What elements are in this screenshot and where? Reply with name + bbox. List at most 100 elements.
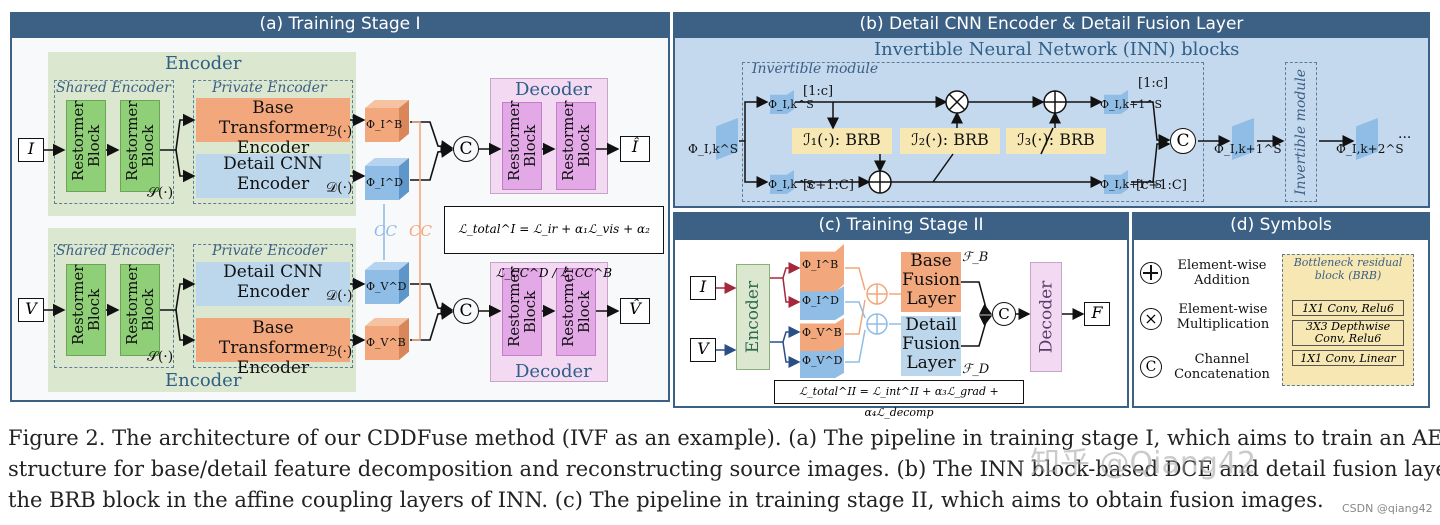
phi-d-i-cube — [365, 158, 409, 202]
ellipsis: ··· — [1398, 130, 1412, 146]
input-i-box: I — [18, 138, 44, 162]
output-i-box: Î — [620, 136, 650, 162]
caption-line-2: structure for base/detail feature decomp… — [8, 457, 1440, 481]
decoder-top-label: Decoder — [515, 79, 592, 100]
input-v-box: V — [690, 338, 716, 362]
phi-k-cube — [716, 118, 738, 160]
conv3-box: 1X1 Conv, Linear — [1292, 350, 1404, 366]
detail-cnn-bottom: Detail CNN Encoder — [196, 262, 350, 306]
watermark-zhihu: 知乎 @Qiang42 — [1030, 446, 1257, 481]
panel-a-title: (a) Training Stage I — [259, 14, 421, 34]
base-fn-bottom: ℬ(·) — [326, 344, 353, 360]
shared-encoder-bottom-label: Shared Encoder — [56, 243, 171, 259]
conv1-box: 1X1 Conv, Relu6 — [1292, 300, 1404, 316]
phi-k2-cube — [1356, 118, 1378, 160]
phi-d-v-label: Φ_V^D — [366, 280, 407, 293]
base-fusion-layer: Base Fusion Layer — [901, 252, 961, 312]
phi-b-i-cube — [800, 244, 844, 292]
phi-d-i-label: Φ_I^D — [366, 176, 403, 189]
base-transformer-top: Base Transformer Encoder — [196, 98, 350, 158]
caption-line-3: the BRB block in the affine coupling lay… — [8, 488, 1324, 512]
phi-k-label: Φ_I,k^S — [688, 142, 738, 156]
loss-stage2-box: ℒ_total^II = ℒ_int^II + α₃ℒ_grad + α₄ℒ_d… — [774, 380, 1024, 419]
phi-d-v-cube — [800, 346, 844, 378]
phi-b-i-label: Φ_I^B — [366, 118, 403, 131]
base-transformer-bottom: Base Transformer Encoder — [196, 318, 350, 378]
caption-line-1: Figure 2. The architecture of our CDDFus… — [8, 426, 1440, 450]
panel-b-title: (b) Detail CNN Encoder & Detail Fusion L… — [859, 14, 1244, 34]
encoder-bottom-label: Encoder — [165, 370, 242, 391]
input-i-box: I — [690, 276, 716, 300]
inn-blocks-label: Invertible Neural Network (INN) blocks — [874, 39, 1240, 60]
split-top-out-label: [1:c] — [1138, 76, 1169, 91]
phi-b-v-cube — [800, 318, 844, 352]
loss-stage1-box: ℒ_total^I = ℒ_ir + α₁ℒ_vis + α₂ ℒ_CC^D /… — [444, 206, 664, 280]
restormer-block: Restormer Block — [120, 100, 160, 192]
addition-label: Element-wise Addition — [1177, 258, 1267, 288]
restormer-block: Restormer Block — [66, 264, 106, 356]
phi-d-v-cube — [365, 262, 409, 306]
panel-a-header: (a) Training Stage I — [10, 12, 670, 36]
detail-cnn-top: Detail CNN Encoder — [196, 154, 350, 198]
fd-label: ℱ_D — [962, 362, 990, 377]
decoder-box: Decoder — [1030, 262, 1062, 372]
invertible-module-label: Invertible module — [752, 61, 879, 77]
concat-icon: C — [992, 302, 1016, 326]
brb-3: ℐ₃(·): BRB — [1006, 128, 1106, 154]
brb-title: Bottleneck residual block (BRB) — [1293, 256, 1403, 282]
restormer-block: Restormer Block — [66, 100, 106, 192]
panel-c-header: (c) Training Stage II — [673, 212, 1129, 238]
invertible-module-vert-box — [1285, 62, 1317, 202]
invertible-module-box — [742, 62, 1204, 202]
brb-1: ℐ₁(·): BRB — [792, 128, 892, 154]
concatenation-label: Channel Concatenation — [1174, 352, 1270, 382]
phi-b-v-cube — [365, 318, 409, 362]
panel-b-arrows — [739, 90, 1355, 194]
private-encoder-bottom-label: Private Encoder — [212, 243, 327, 259]
decoder-bottom-label: Decoder — [515, 361, 592, 382]
concat-icon: C — [1170, 128, 1196, 154]
output-v-box: V̂ — [620, 298, 650, 324]
restormer-block: Restormer Block — [502, 267, 542, 356]
panel-d-title: (d) Symbols — [1230, 215, 1332, 235]
panel-a-arrows — [44, 113, 620, 347]
watermark-csdn: CSDN @qiang42 — [1342, 502, 1433, 515]
phi-d-i-cube — [800, 286, 844, 320]
base-fn-top: ℬ(·) — [326, 124, 353, 140]
shared-encoder-top-label: Shared Encoder — [56, 80, 171, 96]
phi-d-v-label: Φ_V^D — [802, 354, 843, 367]
output-f-box: F — [1084, 302, 1110, 326]
phi-b-v-label: Φ_V^B — [802, 326, 842, 339]
phi-d-i-label: Φ_I^D — [802, 294, 839, 307]
encoder-top-label: Encoder — [165, 53, 242, 74]
private-encoder-top-label: Private Encoder — [212, 80, 327, 96]
conv2-box: 3X3 Depthwise Conv, Relu6 — [1292, 320, 1404, 346]
restormer-block: Restormer Block — [556, 267, 596, 356]
input-v-box: V — [18, 298, 44, 322]
phi-b-i-label: Φ_I^B — [802, 258, 839, 271]
detail-fn-top: 𝒟(·) — [326, 180, 353, 196]
phi-b-v-label: Φ_V^B — [366, 336, 406, 349]
cc-detail-label: CC — [374, 222, 397, 240]
multiplication-icon: × — [1140, 308, 1162, 330]
panel-c-title: (c) Training Stage II — [818, 215, 984, 235]
fb-label: ℱ_B — [962, 250, 989, 265]
split-top-label: [1:c] — [803, 84, 834, 99]
panel-c-arrows — [716, 262, 1085, 368]
restormer-block: Restormer Block — [120, 264, 160, 356]
shared-encoder-top-box — [54, 80, 174, 204]
phi-k1-cube — [1232, 118, 1254, 160]
brb-2: ℐ₂(·): BRB — [900, 128, 1000, 154]
restormer-block: Restormer Block — [556, 101, 596, 190]
encoder-box: Encoder — [736, 264, 770, 370]
shared-fn-bottom: 𝒮(·) — [147, 349, 174, 365]
panel-b-header: (b) Detail CNN Encoder & Detail Fusion L… — [673, 12, 1430, 36]
private-encoder-top-box — [193, 80, 353, 204]
phi-k1-label: Φ_I,k+1^S — [1214, 142, 1282, 156]
detail-fn-bottom: 𝒟(·) — [326, 288, 353, 304]
private-encoder-bottom-box — [193, 244, 353, 368]
panel-d-header: (d) Symbols — [1132, 212, 1430, 238]
concat-icon: C — [1140, 356, 1162, 378]
multiplication-label: Element-wise Multiplication — [1176, 302, 1270, 332]
restormer-block: Restormer Block — [502, 101, 542, 190]
